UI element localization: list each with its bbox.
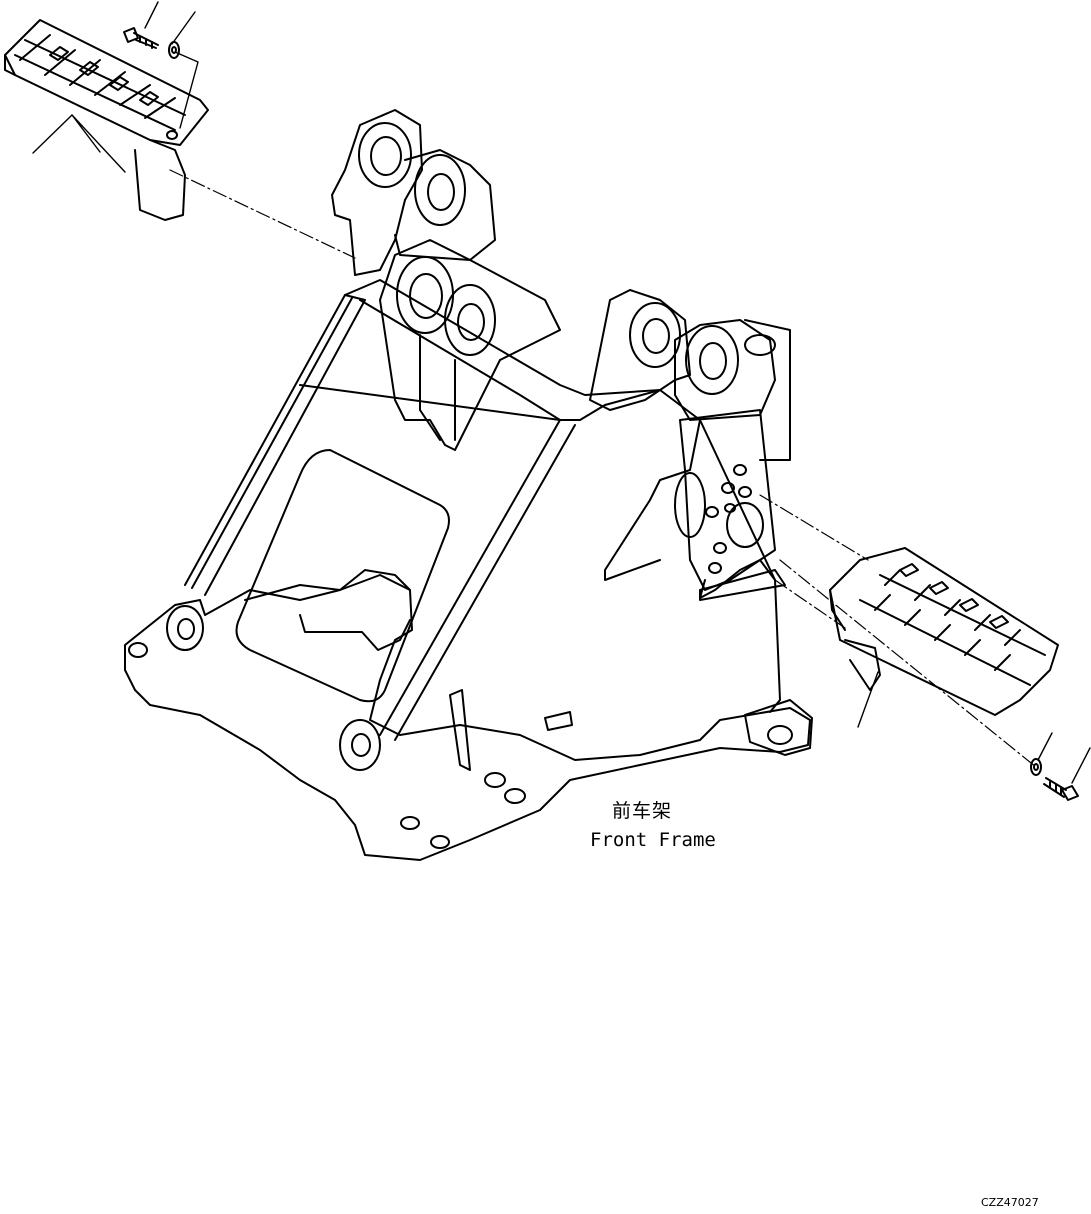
front-frame (124, 279, 813, 861)
washer-right (1030, 758, 1042, 776)
step-right (829, 547, 1059, 716)
bolt-right (1043, 777, 1079, 801)
washer-left (168, 41, 180, 59)
boom-pin-lug-left (331, 109, 561, 451)
part-name-english: Front Frame (590, 829, 716, 851)
drawing-code: CZZ47027 (981, 1196, 1039, 1209)
leader-lines (32, 1, 1091, 784)
boom-pin-lug-right (589, 289, 791, 601)
part-name-chinese: 前车架 (612, 800, 673, 822)
bolt-left (123, 27, 159, 49)
step-left (4, 19, 209, 221)
assembly-center-lines (169, 169, 1037, 768)
